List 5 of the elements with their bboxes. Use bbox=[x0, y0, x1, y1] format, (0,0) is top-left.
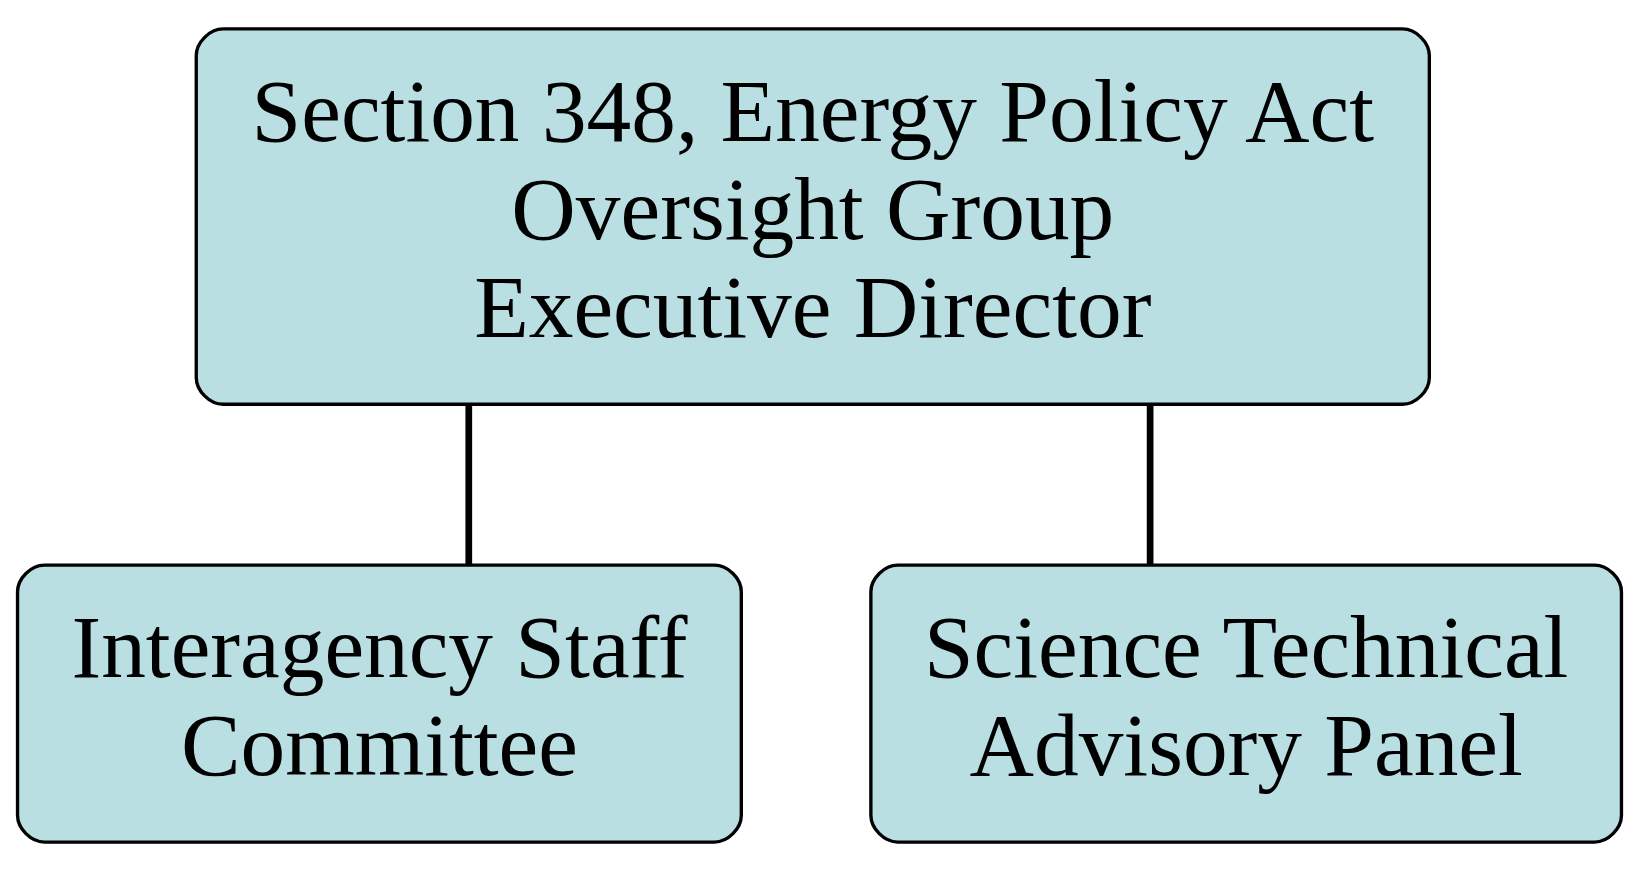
node-box: Science Technical Advisory Panel bbox=[869, 562, 1624, 844]
connector bbox=[1146, 404, 1154, 565]
node-box: Interagency Staff Committee bbox=[15, 562, 743, 844]
connector bbox=[465, 404, 473, 565]
node-box: Section 348, Energy Policy Act Oversight Group Executive Director bbox=[194, 26, 1432, 406]
